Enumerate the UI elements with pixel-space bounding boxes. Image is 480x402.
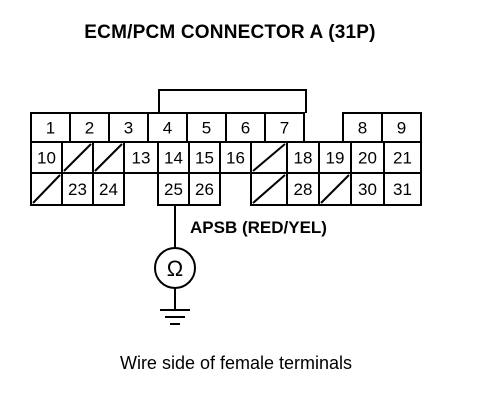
terminal-6: 6 [225,112,266,143]
terminal-unused [30,172,63,206]
terminal-label: 13 [132,149,151,168]
terminal-label: 24 [99,180,118,199]
wire-label: APSB (RED/YEL) [190,218,327,237]
terminal-31: 31 [383,172,422,206]
terminal-label: 30 [358,180,377,199]
terminal-26: 26 [188,172,221,206]
diagram-caption: Wire side of female terminals [119,353,353,373]
terminal-2: 2 [69,112,110,143]
terminal-label: 5 [202,119,211,138]
terminal-8: 8 [342,112,383,143]
terminal-label: 15 [195,149,214,168]
terminal-label: 18 [294,149,313,168]
terminal-unused [250,172,288,206]
unused-slash [320,174,350,204]
terminal-7: 7 [264,112,305,143]
terminal-label: 31 [393,180,412,199]
terminal-21: 21 [383,141,422,174]
terminal-23: 23 [61,172,94,206]
unused-slash [252,174,286,204]
terminal-28: 28 [286,172,320,206]
terminal-label: 16 [226,149,245,168]
terminal-label: 26 [195,180,214,199]
terminal-3: 3 [108,112,149,143]
terminal-label: 1 [46,119,55,138]
terminal-4: 4 [147,112,188,143]
terminal-unused [318,172,352,206]
terminal-unused [92,141,125,174]
terminal-14: 14 [157,141,190,174]
terminal-label: 21 [393,149,412,168]
unused-slash [94,143,123,172]
terminal-unused [250,141,288,174]
unused-slash [32,174,61,204]
terminal-19: 19 [318,141,352,174]
terminal-label: 2 [85,119,94,138]
terminal-label: 19 [326,149,345,168]
diagram-title: ECM/PCM CONNECTOR A (31P) [84,22,376,43]
terminal-label: 3 [124,119,133,138]
terminal-label: 28 [294,180,313,199]
terminal-9: 9 [381,112,422,143]
terminal-label: 25 [164,180,183,199]
terminal-label: 14 [164,149,183,168]
ohmmeter-icon: Ω [154,247,196,289]
unused-slash [252,143,286,172]
terminal-label: 4 [163,119,172,138]
terminal-label: 6 [241,119,250,138]
terminal-label: 10 [37,149,56,168]
terminal-25: 25 [157,172,190,206]
terminal-5: 5 [186,112,227,143]
unused-slash [63,143,92,172]
terminal-30: 30 [350,172,385,206]
terminal-unused [61,141,94,174]
terminal-18: 18 [286,141,320,174]
terminal-13: 13 [123,141,159,174]
ground-icon [160,309,190,325]
terminal-24: 24 [92,172,125,206]
terminal-1: 1 [30,112,71,143]
terminal-15: 15 [188,141,221,174]
terminal-10: 10 [30,141,63,174]
terminal-label: 20 [358,149,377,168]
terminal-16: 16 [219,141,252,174]
terminal-label: 8 [358,119,367,138]
terminal-label: 9 [397,119,406,138]
terminal-label: 7 [280,119,289,138]
terminal-label: 23 [68,180,87,199]
terminal-20: 20 [350,141,385,174]
meter-symbol: Ω [167,256,183,281]
connector-lock-tab [158,89,307,113]
